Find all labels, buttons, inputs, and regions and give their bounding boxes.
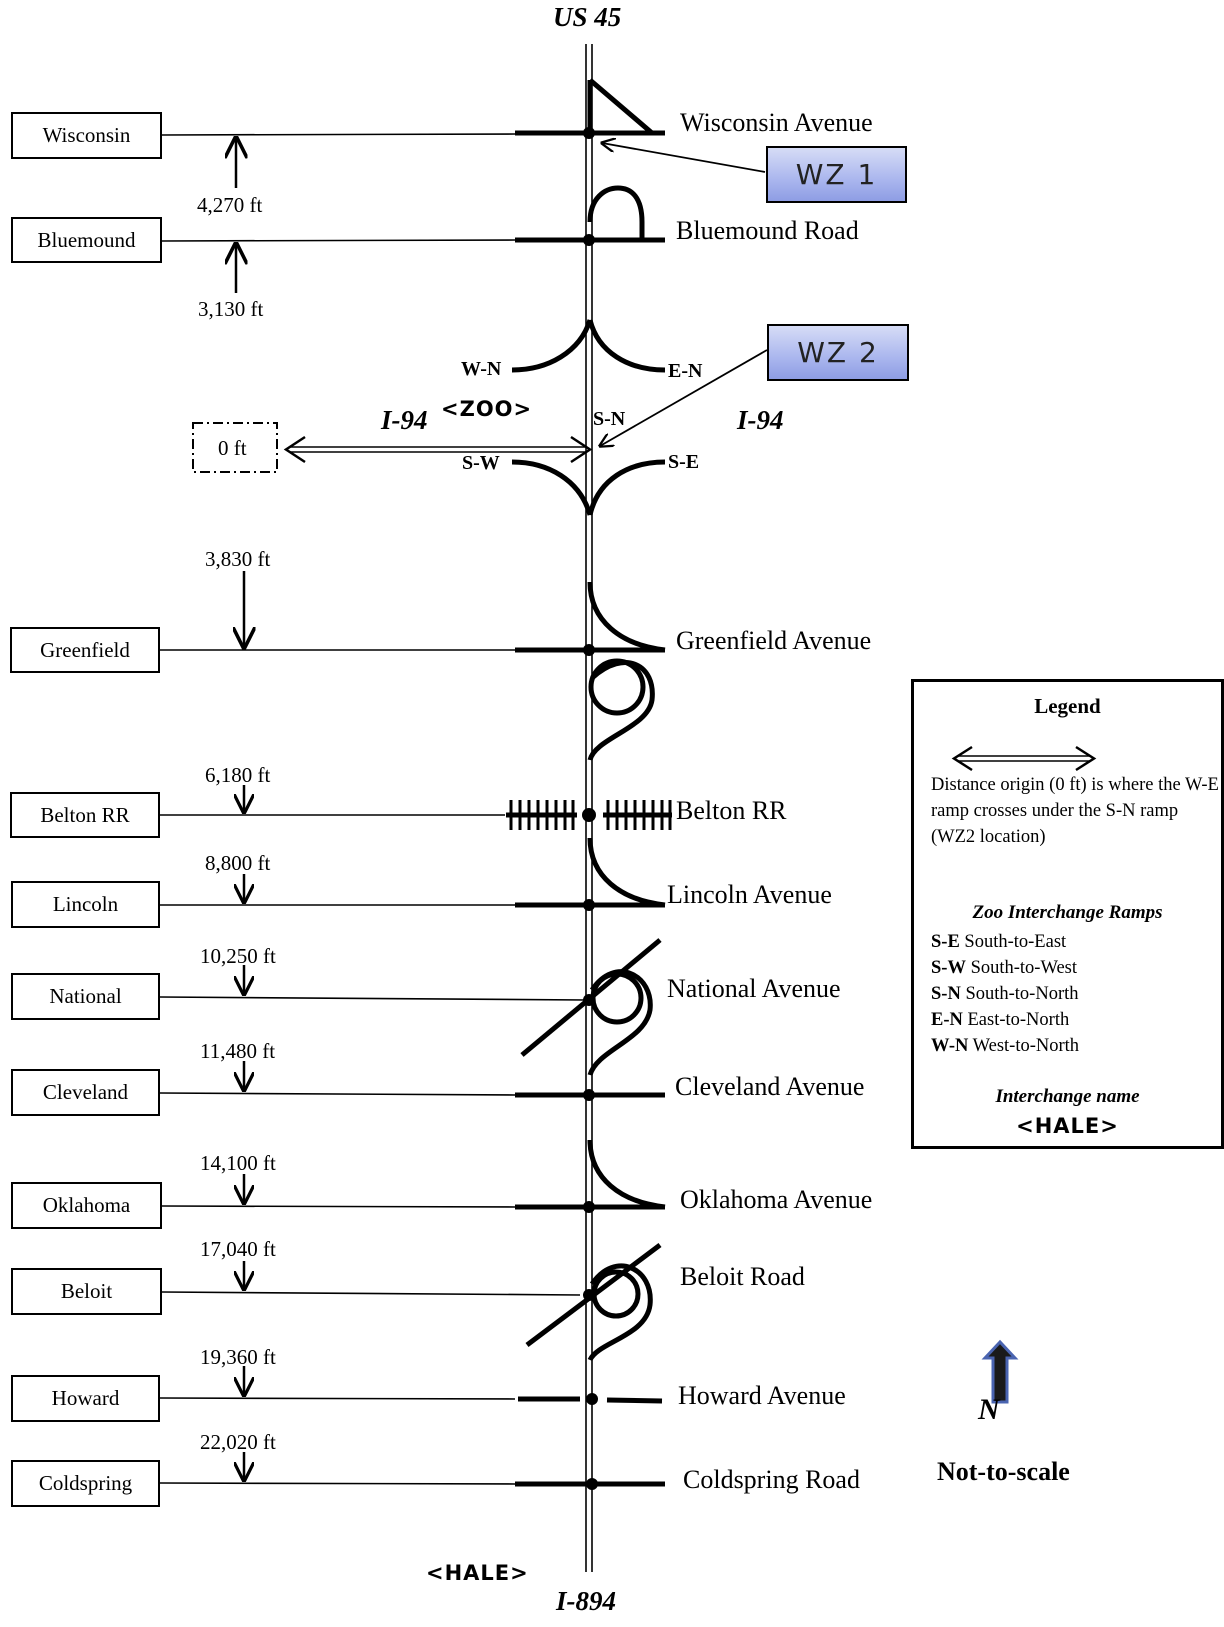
crossing-box-howard: Howard: [11, 1375, 160, 1422]
work-zone-2-label: WZ 2: [797, 336, 879, 369]
crossing-box-oklahoma: Oklahoma: [11, 1182, 162, 1229]
north-label: N: [978, 1393, 1000, 1426]
legend-ramp-row: S-E South-to-East: [931, 929, 1079, 955]
north-arrow-icon: [981, 1339, 1019, 1404]
legend-ramps-title: Zoo Interchange Ramps: [972, 902, 1163, 923]
ramp-label-se: S-E: [668, 451, 700, 473]
railroad-symbol: [506, 800, 672, 830]
work-zone-2: WZ 2: [767, 324, 909, 381]
origin-label: 0 ft: [218, 436, 247, 460]
crossing-box-belton-rr: Belton RR: [10, 792, 160, 838]
legend-ramp-desc: West-to-North: [972, 1036, 1080, 1056]
west-i94-label: I-94: [381, 405, 428, 435]
legend-arrow-icon: [951, 745, 1097, 772]
crossing-name-coldspring: Coldspring Road: [683, 1465, 860, 1494]
distance-label-cleveland: 11,480 ft: [200, 1039, 276, 1063]
legend-ramp-code: E-N: [931, 1010, 963, 1030]
distance-arrows: [236, 138, 244, 1480]
crossing-name-beloit: Beloit Road: [680, 1262, 805, 1291]
distance-label-belton-rr: 6,180 ft: [205, 763, 271, 787]
east-i94-label: I-94: [737, 405, 784, 435]
junction-dots: [582, 127, 598, 1490]
crossing-box-bluemound: Bluemound: [11, 217, 162, 263]
legend-ramp-code: S-E: [931, 932, 960, 952]
legend-ramp-row: E-N East-to-North: [931, 1007, 1079, 1033]
work-zone-1: WZ 1: [766, 146, 907, 203]
ramp-label-en: E-N: [668, 360, 703, 382]
north-highway-label: US 45: [553, 2, 622, 32]
legend-ramp-desc: South-to-North: [965, 984, 1079, 1004]
mainline-freeway: [585, 44, 593, 1572]
crossing-name-bluemound: Bluemound Road: [676, 216, 859, 245]
legend-ramp-code: W-N: [931, 1036, 969, 1056]
legend-interchange-name-title: Interchange name: [995, 1086, 1140, 1107]
legend-ramp-code: S-N: [931, 984, 961, 1004]
crossing-box-wisconsin: Wisconsin: [11, 112, 162, 159]
legend-ramp-desc: South-to-East: [964, 932, 1067, 952]
distance-label-lincoln: 8,800 ft: [205, 851, 271, 875]
hale-interchange-label: <HALE>: [426, 1561, 529, 1585]
ramp-label-sn: S-N: [593, 408, 626, 430]
distance-label-wisconsin: 4,270 ft: [197, 193, 263, 217]
crossing-box-lincoln: Lincoln: [11, 881, 160, 928]
scale-note: Not-to-scale: [937, 1457, 1070, 1486]
distance-label-national: 10,250 ft: [200, 944, 276, 968]
crossing-name-howard: Howard Avenue: [678, 1381, 846, 1410]
crossing-name-cleveland: Cleveland Avenue: [675, 1072, 865, 1101]
crossing-box-beloit: Beloit: [11, 1268, 162, 1315]
legend-ramp-desc: East-to-North: [967, 1010, 1070, 1030]
legend-ramp-list: S-E South-to-East S-W South-to-West S-N …: [931, 929, 1079, 1059]
ramp-label-sw: S-W: [462, 452, 500, 474]
crossroads-and-ramps: [511, 78, 666, 1487]
south-highway-label: I-894: [556, 1586, 616, 1616]
legend-origin-note: Distance origin (0 ft) is where the W-E …: [931, 775, 1219, 847]
crossing-box-national: National: [11, 973, 160, 1020]
legend-ramp-row: W-N West-to-North: [931, 1033, 1079, 1059]
crossing-name-wisconsin: Wisconsin Avenue: [680, 108, 873, 137]
legend-ramp-row: S-N South-to-North: [931, 981, 1079, 1007]
distance-label-coldspring: 22,020 ft: [200, 1430, 276, 1454]
crossing-box-cleveland: Cleveland: [11, 1069, 160, 1116]
crossing-name-oklahoma: Oklahoma Avenue: [680, 1185, 873, 1214]
distance-label-howard: 19,360 ft: [200, 1345, 276, 1369]
work-zone-1-label: WZ 1: [795, 158, 878, 191]
origin-box-outline: [192, 422, 278, 473]
work-zone-pointers: [600, 143, 768, 446]
leader-lines: [159, 133, 587, 1485]
crossing-name-belton-rr: Belton RR: [676, 796, 787, 825]
crossing-box-coldspring: Coldspring: [11, 1460, 160, 1507]
legend-ramp-row: S-W South-to-West: [931, 955, 1079, 981]
crossing-name-lincoln: Lincoln Avenue: [667, 880, 832, 909]
legend-box: Legend Distance origin (0 ft) is where t…: [911, 679, 1224, 1149]
legend-ramp-code: S-W: [931, 958, 966, 978]
distance-label-beloit: 17,040 ft: [200, 1237, 276, 1261]
origin-arrow: [283, 435, 593, 464]
distance-label-greenfield: 3,830 ft: [205, 547, 271, 571]
legend-interchange-name-example: <HALE>: [1016, 1114, 1119, 1138]
crossing-name-national: National Avenue: [667, 974, 841, 1003]
crossing-box-greenfield: Greenfield: [10, 627, 160, 673]
distance-label-oklahoma: 14,100 ft: [200, 1151, 276, 1175]
crossing-name-greenfield: Greenfield Avenue: [676, 626, 872, 655]
ramp-label-wn: W-N: [461, 358, 502, 380]
legend-ramp-desc: South-to-West: [970, 958, 1077, 978]
zoo-interchange-label: <ZOO>: [441, 397, 533, 421]
distance-label-bluemound: 3,130 ft: [198, 297, 264, 321]
legend-title: Legend: [1034, 694, 1101, 718]
